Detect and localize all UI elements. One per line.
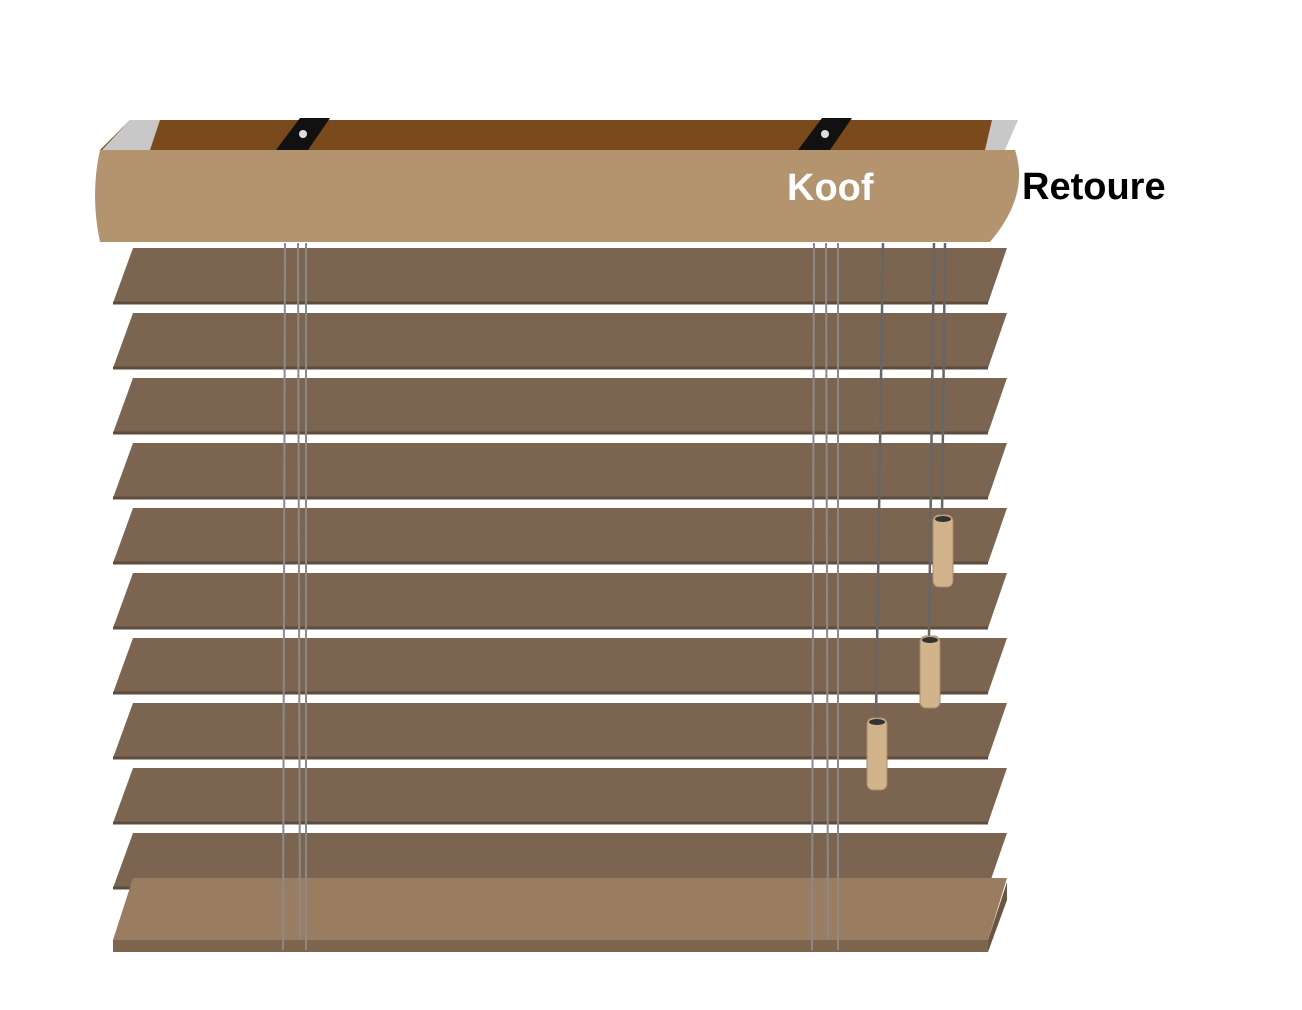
cord-tassel-top	[869, 719, 885, 725]
ladder-cord	[811, 242, 815, 951]
slat	[113, 573, 1007, 628]
slat	[113, 768, 1007, 823]
cord-tassel	[866, 717, 888, 791]
headrail-label: Koof	[787, 167, 874, 209]
headrail-inner	[100, 120, 1018, 150]
bottom-rail-front	[113, 940, 988, 952]
cord-tassel	[919, 635, 941, 709]
slat	[113, 313, 1007, 368]
cord-tassel-top	[935, 516, 951, 522]
pull-cord	[927, 242, 936, 637]
slat	[113, 508, 1007, 563]
ladder-cord	[282, 242, 286, 951]
headrail-front	[95, 150, 1020, 242]
bottom-rail	[113, 878, 1007, 940]
slat	[113, 248, 1007, 303]
end-cap-left	[102, 120, 160, 150]
ladder-cord	[297, 242, 301, 941]
end-cap-right	[985, 120, 1018, 150]
pull-cord	[940, 242, 947, 516]
slat	[113, 638, 1007, 693]
mounting-bracket-right	[798, 118, 852, 150]
mounting-bracket-left	[276, 118, 330, 150]
cord-tassel-top	[922, 637, 938, 643]
slat	[113, 378, 1007, 433]
ladder-cord	[825, 242, 829, 941]
slat	[113, 833, 1007, 888]
return-label: Retoure	[1022, 166, 1166, 208]
pull-cord	[874, 242, 885, 719]
bottom-rail-side	[988, 882, 1007, 952]
cord-tassel	[932, 514, 954, 588]
slat	[113, 443, 1007, 498]
slat	[113, 703, 1007, 758]
